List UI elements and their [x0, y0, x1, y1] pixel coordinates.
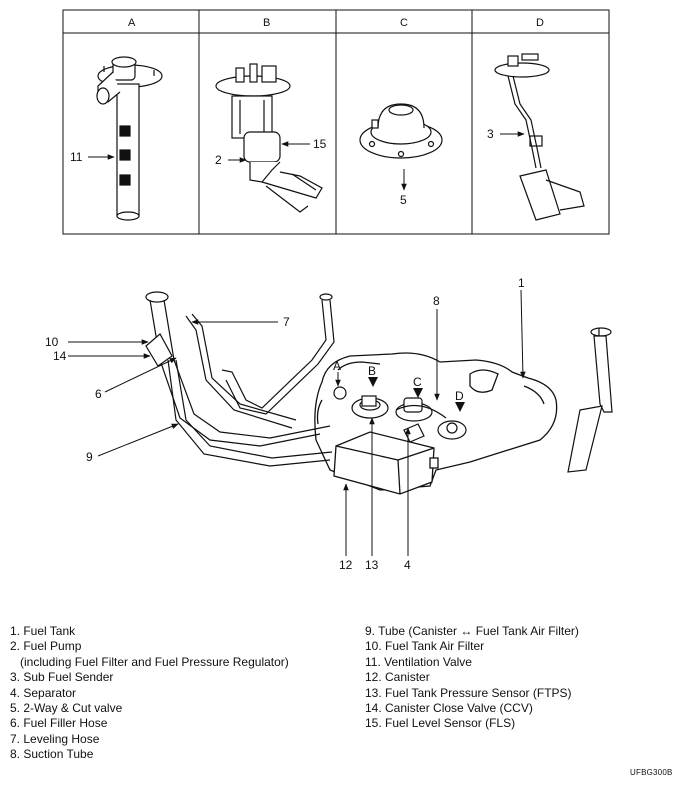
- callout-14: 14: [53, 349, 67, 363]
- legend-item: 7. Leveling Hose: [10, 731, 100, 746]
- ventilation-valve-drawing: [96, 56, 163, 221]
- legend-left-column: 1. Fuel Tank 2. Fuel Pump (including Fue…: [10, 624, 289, 763]
- legend-item: 9. Tube (Canister ↔ Fuel Tank Air Filter…: [365, 624, 579, 638]
- callout-2: 2: [215, 153, 222, 167]
- sub-sender-main-drawing: [567, 327, 613, 473]
- panel-b-header: B: [263, 17, 270, 29]
- legend-item: (including Fuel Filter and Fuel Pressure…: [20, 654, 289, 669]
- filler-hose-drawing: [145, 291, 335, 467]
- legend-item: 15. Fuel Level Sensor (FLS): [365, 716, 516, 731]
- callout-10: 10: [45, 335, 59, 349]
- legend-item: 2. Fuel Pump: [10, 639, 82, 654]
- callout-5: 5: [400, 193, 407, 207]
- callout-7: 7: [283, 315, 290, 329]
- fuel-pump-drawing: [215, 63, 323, 213]
- marker-c: C: [413, 375, 422, 389]
- callout-13: 13: [365, 558, 379, 572]
- panel-a-header: A: [128, 17, 136, 29]
- two-way-cut-valve-drawing: [359, 103, 443, 159]
- legend-item: 11. Ventilation Valve: [365, 654, 472, 669]
- panel-d-header: D: [536, 17, 544, 29]
- callout-15: 15: [313, 137, 327, 151]
- callout-3: 3: [487, 127, 494, 141]
- marker-a: A: [333, 359, 341, 373]
- callout-1: 1: [518, 276, 525, 290]
- legend-item: 1. Fuel Tank: [10, 624, 76, 638]
- section-markers: [368, 377, 465, 412]
- callout-9: 9: [86, 450, 93, 464]
- callout-11: 11: [70, 150, 83, 164]
- marker-b: B: [368, 364, 376, 378]
- canister-drawing: [333, 431, 439, 495]
- callout-6: 6: [95, 387, 102, 401]
- legend-item: 3. Sub Fuel Sender: [10, 670, 114, 685]
- legend-item: 14. Canister Close Valve (CCV): [365, 701, 533, 716]
- callout-4: 4: [404, 558, 411, 572]
- callout-8: 8: [433, 294, 440, 308]
- sub-fuel-sender-drawing: [494, 53, 585, 221]
- legend-item: 12. Canister: [365, 670, 430, 685]
- callout-12: 12: [339, 558, 353, 572]
- panel-c-header: C: [400, 17, 408, 29]
- component-panel-table: [62, 9, 610, 235]
- legend-item: 8. Suction Tube: [10, 747, 94, 762]
- figure-code: UFBG300B: [630, 768, 673, 777]
- legend-item: 13. Fuel Tank Pressure Sensor (FTPS): [365, 685, 572, 700]
- legend-item: 4. Separator: [10, 685, 77, 700]
- marker-d: D: [455, 389, 464, 403]
- legend-right-column: 9. Tube (Canister ↔ Fuel Tank Air Filter…: [365, 624, 579, 732]
- main-callout-arrows: [68, 289, 526, 556]
- legend-item: 6. Fuel Filler Hose: [10, 716, 108, 731]
- legend-item: 5. 2-Way & Cut valve: [10, 701, 123, 716]
- legend-item: 10. Fuel Tank Air Filter: [365, 639, 485, 654]
